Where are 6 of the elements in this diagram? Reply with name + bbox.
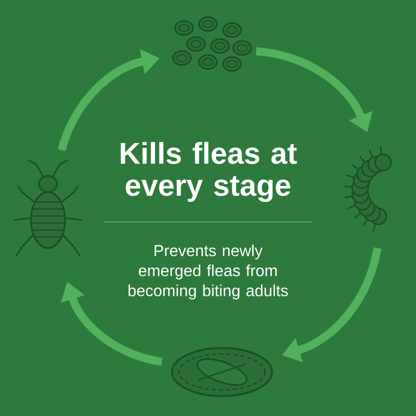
eggs-drawing bbox=[172, 16, 252, 72]
flea-drawing bbox=[14, 159, 82, 256]
title: Kills fleas at every stage bbox=[120, 142, 297, 202]
larva-drawing bbox=[344, 146, 392, 232]
description: Prevents newly emerged fleas from becoming biting adults bbox=[128, 244, 288, 300]
pupa-drawing bbox=[171, 347, 273, 397]
